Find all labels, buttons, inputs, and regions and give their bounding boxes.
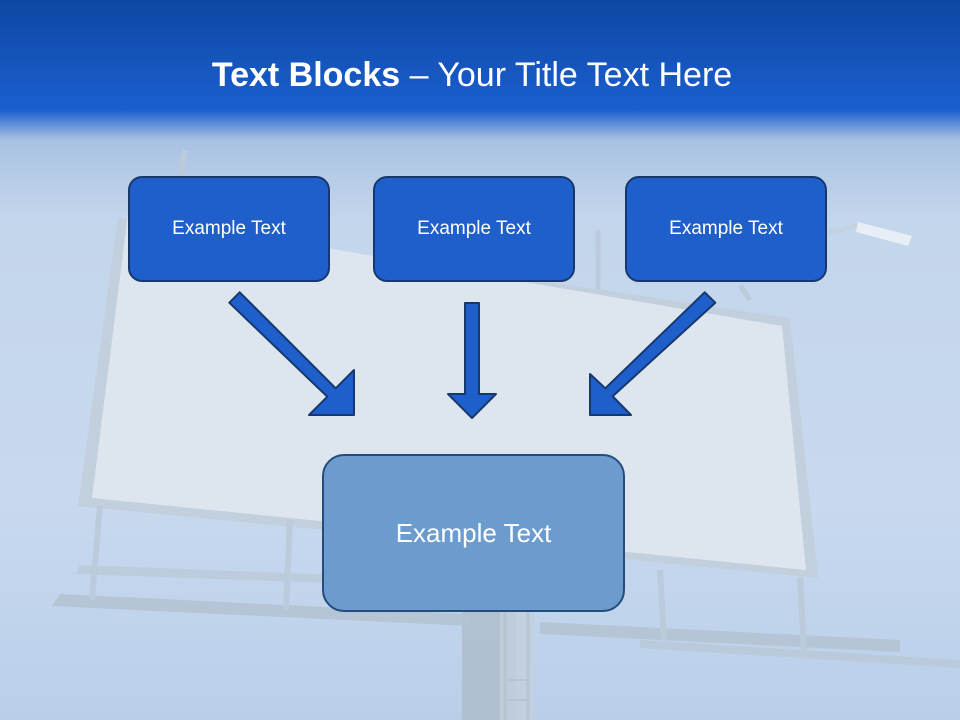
arrow-down-right-icon (228, 291, 355, 416)
title-bold-part: Text Blocks (211, 56, 401, 94)
top-text-block-2: Example Text (373, 176, 575, 282)
slide-title: Text Blocks – Your Title Text Here (0, 52, 944, 98)
arrow-down-left-icon (589, 291, 717, 416)
top-text-block-1: Example Text (128, 176, 330, 282)
arrow-down-icon (447, 302, 497, 419)
top-text-block-3: Example Text (625, 176, 827, 282)
title-rest-part: – Your Title Text Here (400, 56, 733, 94)
center-text-block: Example Text (322, 454, 625, 612)
